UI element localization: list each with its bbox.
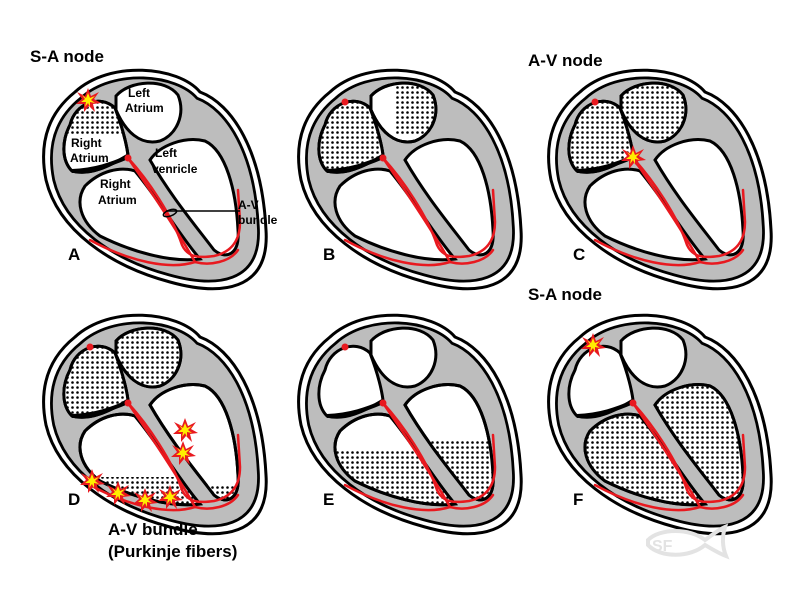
- panel-letter: A: [68, 245, 80, 264]
- right-atrium-label-2: Atrium: [70, 151, 109, 165]
- heart-panel-a: A: [42, 68, 268, 291]
- av-septum: [576, 400, 634, 418]
- av-node-dot: [124, 399, 132, 407]
- left-ventricle-label-2: venricle: [152, 162, 198, 176]
- right-ventricle-label: Right: [100, 177, 131, 191]
- conduction-pathway: [593, 156, 747, 267]
- left-atrium-label-2: Atrium: [125, 101, 164, 115]
- av-bundle-marker: [162, 208, 178, 218]
- conduction-pathway: [343, 156, 497, 267]
- svg-text:SF: SF: [652, 538, 673, 555]
- av-node-dot: [379, 154, 387, 162]
- av-bundle-label-d: A-V bundle: [108, 520, 198, 539]
- panel-letter: D: [68, 490, 80, 509]
- panel-letter: C: [573, 245, 585, 264]
- right-atrium-label: Right: [71, 136, 102, 150]
- sf-logo: SF: [646, 523, 730, 560]
- sa-node-dot: [341, 98, 349, 106]
- panel-letter: F: [573, 490, 583, 509]
- chamber-labels-a: Left Atrium Right Atrium Left venricle R…: [70, 86, 278, 227]
- left-ventricle-label: Left: [155, 146, 177, 160]
- conduction-pathway: [593, 401, 747, 512]
- sa-node-dot: [86, 343, 94, 351]
- heart-panel-e: E: [297, 313, 523, 536]
- conduction-pathway: [343, 401, 497, 512]
- sa-node-dot: [341, 343, 349, 351]
- av-bundle-label: A-V: [238, 198, 259, 212]
- av-node-dot: [124, 154, 132, 162]
- av-node-dot: [629, 399, 637, 407]
- av-node-label-c: A-V node: [528, 51, 603, 70]
- heart-panel-d: D: [42, 313, 268, 536]
- panel-letter: B: [323, 245, 335, 264]
- heart-panel-f: F: [547, 313, 773, 536]
- av-septum: [71, 155, 129, 173]
- sa-node-label-f: S-A node: [528, 285, 602, 304]
- av-septum: [326, 400, 384, 418]
- left-atrium-label: Left: [128, 86, 150, 100]
- right-ventricle-label-2: Atrium: [98, 193, 137, 207]
- sa-node-label-a: S-A node: [30, 47, 104, 66]
- heart-panel-c: C: [547, 68, 773, 291]
- purkinje-label-d: (Purkinje fibers): [108, 542, 237, 561]
- sa-node-dot: [591, 98, 599, 106]
- conduction-pathway: [88, 156, 242, 267]
- av-bundle-label-2: bundle: [238, 213, 278, 227]
- av-septum: [326, 155, 384, 173]
- heart-panel-b: B: [297, 68, 523, 291]
- av-septum: [71, 400, 129, 418]
- panel-letter: E: [323, 490, 334, 509]
- av-node-dot: [379, 399, 387, 407]
